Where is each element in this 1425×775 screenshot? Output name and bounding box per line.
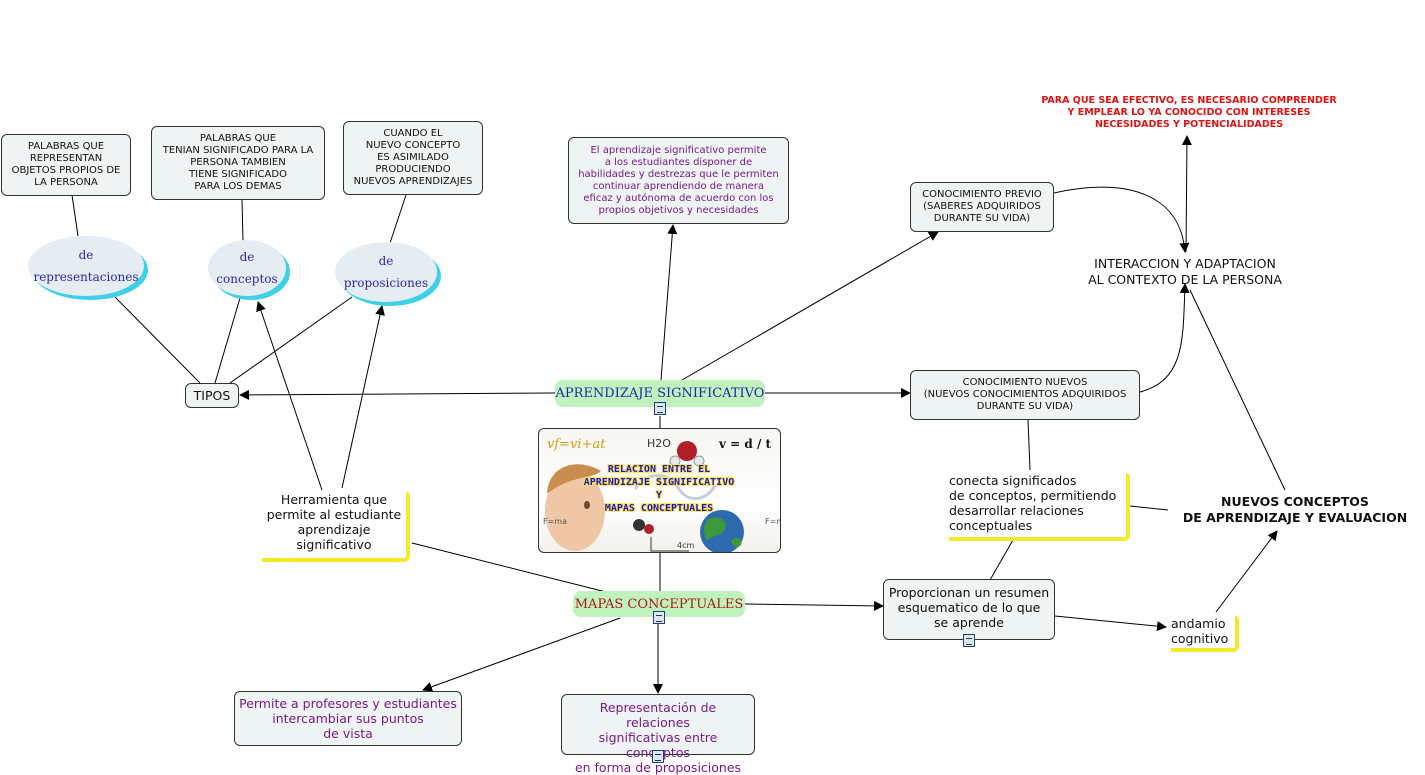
node-nuevo-concepto[interactable]: CUANDO EL NUEVO CONCEPTO ES ASIMILADO PR…	[343, 121, 483, 195]
link-andamio-nuevosconceptos	[1215, 530, 1278, 613]
link-proporcionan-andamio	[1054, 615, 1167, 632]
document-icon[interactable]	[963, 634, 975, 647]
node-permite-profesores[interactable]: Permite a profesores y estudiantes inter…	[234, 691, 462, 746]
node-palabras-objetos[interactable]: PALABRAS QUE REPRESENTAN OBJETOS PROPIOS…	[1, 134, 131, 196]
link-proposiciones-tipos	[229, 296, 353, 384]
link-objetos-representaciones	[71, 194, 79, 237]
link-conecta-nuevosconceptos	[1129, 505, 1169, 511]
document-icon[interactable]	[654, 402, 666, 415]
node-conecta[interactable]: conecta significados de conceptos, permi…	[949, 473, 1130, 541]
link-mapas-herramienta	[411, 542, 611, 594]
link-conceptos-tipos	[214, 297, 241, 384]
image-title: RELACION ENTRE EL APRENDIZAJE SIGNIFICAT…	[583, 464, 735, 514]
link-aprendizaje-desc	[660, 224, 678, 381]
formula-water: H2O	[647, 437, 671, 450]
link-aprendizaje-tipos	[239, 389, 556, 400]
node-herramienta[interactable]: Herramienta que permite al estudiante ap…	[262, 492, 410, 562]
formula-force-right: F=ma	[765, 517, 780, 526]
link-mapas-proporcionan	[744, 600, 884, 611]
formula-force: F=ma	[543, 517, 567, 526]
link-aprendizaje-previo	[681, 231, 939, 381]
node-aprendizaje-desc[interactable]: El aprendizaje significativo permite a l…	[568, 137, 789, 224]
link-proporcionan-conecta	[989, 539, 1014, 581]
link-herramienta-conceptos	[256, 301, 323, 491]
formula-velocity: vf=vi+at	[547, 437, 606, 452]
node-de-representaciones[interactable]: de representaciones	[28, 236, 144, 296]
concept-image[interactable]: vf=vi+at H2O v = d / t F=ma F=ma 4cm REL…	[538, 428, 781, 553]
formula-derivative: v = d / t	[719, 437, 772, 451]
link-nuevosconceptos-interaccion	[1189, 289, 1286, 491]
link-conecta-nuevos	[1027, 419, 1031, 471]
node-tipos[interactable]: TIPOS	[185, 383, 239, 408]
node-andamio[interactable]: andamio cognitivo	[1171, 616, 1239, 652]
document-icon[interactable]	[653, 611, 665, 624]
formula-distance: 4cm	[677, 541, 695, 550]
node-nuevos-conceptos[interactable]: NUEVOS CONCEPTOS DE APRENDIZAJE Y EVALUA…	[1182, 494, 1408, 525]
link-herramienta-proposiciones	[341, 305, 385, 489]
document-icon[interactable]	[652, 750, 664, 763]
node-de-proposiciones[interactable]: de proposiciones	[335, 242, 437, 302]
link-representaciones-tipos	[114, 296, 201, 384]
node-de-conceptos[interactable]: de conceptos	[208, 240, 286, 296]
link-nuevos-interaccion	[1139, 283, 1190, 393]
node-proporcionan[interactable]: Proporcionan un resumen esquematico de l…	[883, 579, 1055, 640]
node-conocimiento-previo[interactable]: CONOCIMIENTO PREVIO (SABERES ADQUIRIDOS …	[910, 182, 1054, 232]
link-mapas-permite	[422, 617, 621, 692]
node-interaccion[interactable]: INTERACCION Y ADAPTACION AL CONTEXTO DE …	[1088, 256, 1282, 287]
node-palabras-significado[interactable]: PALABRAS QUE TENIAN SIGNIFICADO PARA LA …	[151, 126, 325, 200]
link-significado-conceptos	[241, 199, 244, 242]
node-para-que-sea-efectivo[interactable]: PARA QUE SEA EFECTIVO, ES NECESARIO COMP…	[1041, 95, 1337, 130]
link-nuevo-proposiciones	[389, 194, 407, 244]
image-illustration	[545, 441, 744, 552]
node-conocimiento-nuevos[interactable]: CONOCIMIENTO NUEVOS (NUEVOS CONOCIMIENTO…	[910, 370, 1140, 420]
node-representacion[interactable]: Representación de relaciones significati…	[561, 694, 755, 775]
link-interaccion-paraque	[1181, 135, 1192, 253]
link-previo-interaccion	[1053, 186, 1190, 253]
